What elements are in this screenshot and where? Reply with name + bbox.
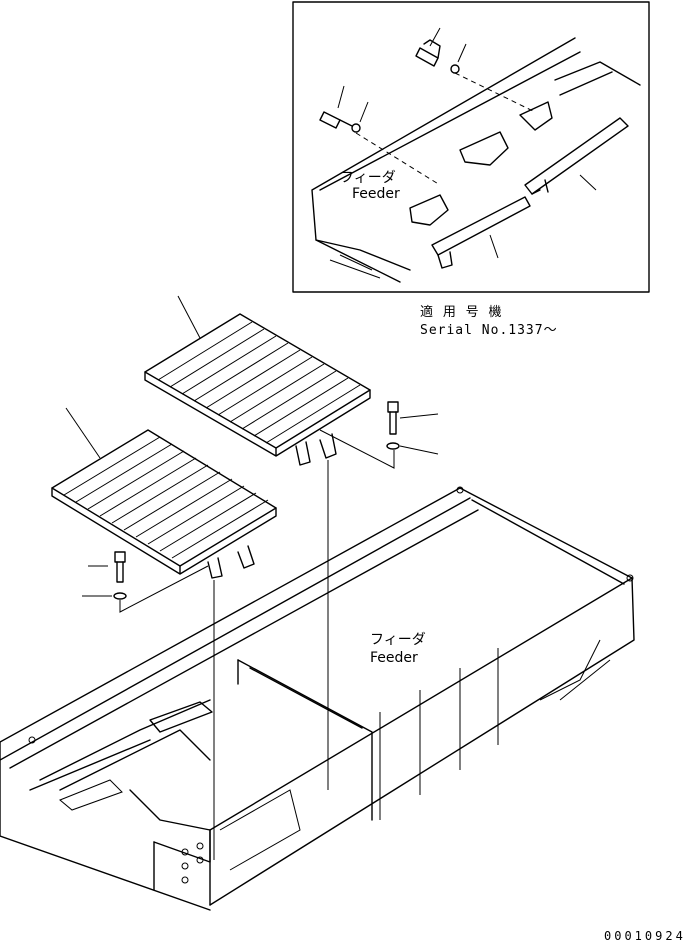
inset-frame bbox=[292, 1, 650, 293]
bolt-left bbox=[82, 551, 209, 613]
inset-bolt-lower bbox=[319, 111, 361, 133]
main-label-en: Feeder bbox=[370, 650, 418, 666]
inset-detail: フィーダ Feeder bbox=[292, 1, 650, 293]
inset-bolt-upper bbox=[415, 39, 460, 74]
grate-upper bbox=[144, 295, 371, 466]
serial-label-en: Serial No.1337～ bbox=[420, 323, 558, 338]
inset-label-en: Feeder bbox=[352, 186, 400, 202]
grate-lower bbox=[51, 407, 277, 579]
drawing-code: 00010924 bbox=[604, 929, 686, 943]
feeder-body bbox=[0, 486, 635, 911]
bolt-right bbox=[319, 401, 439, 469]
serial-label-jp: 適 用 号 機 bbox=[420, 304, 502, 320]
main-label-jp: フィーダ bbox=[370, 632, 426, 648]
inset-label-jp: フィーダ bbox=[340, 170, 396, 186]
